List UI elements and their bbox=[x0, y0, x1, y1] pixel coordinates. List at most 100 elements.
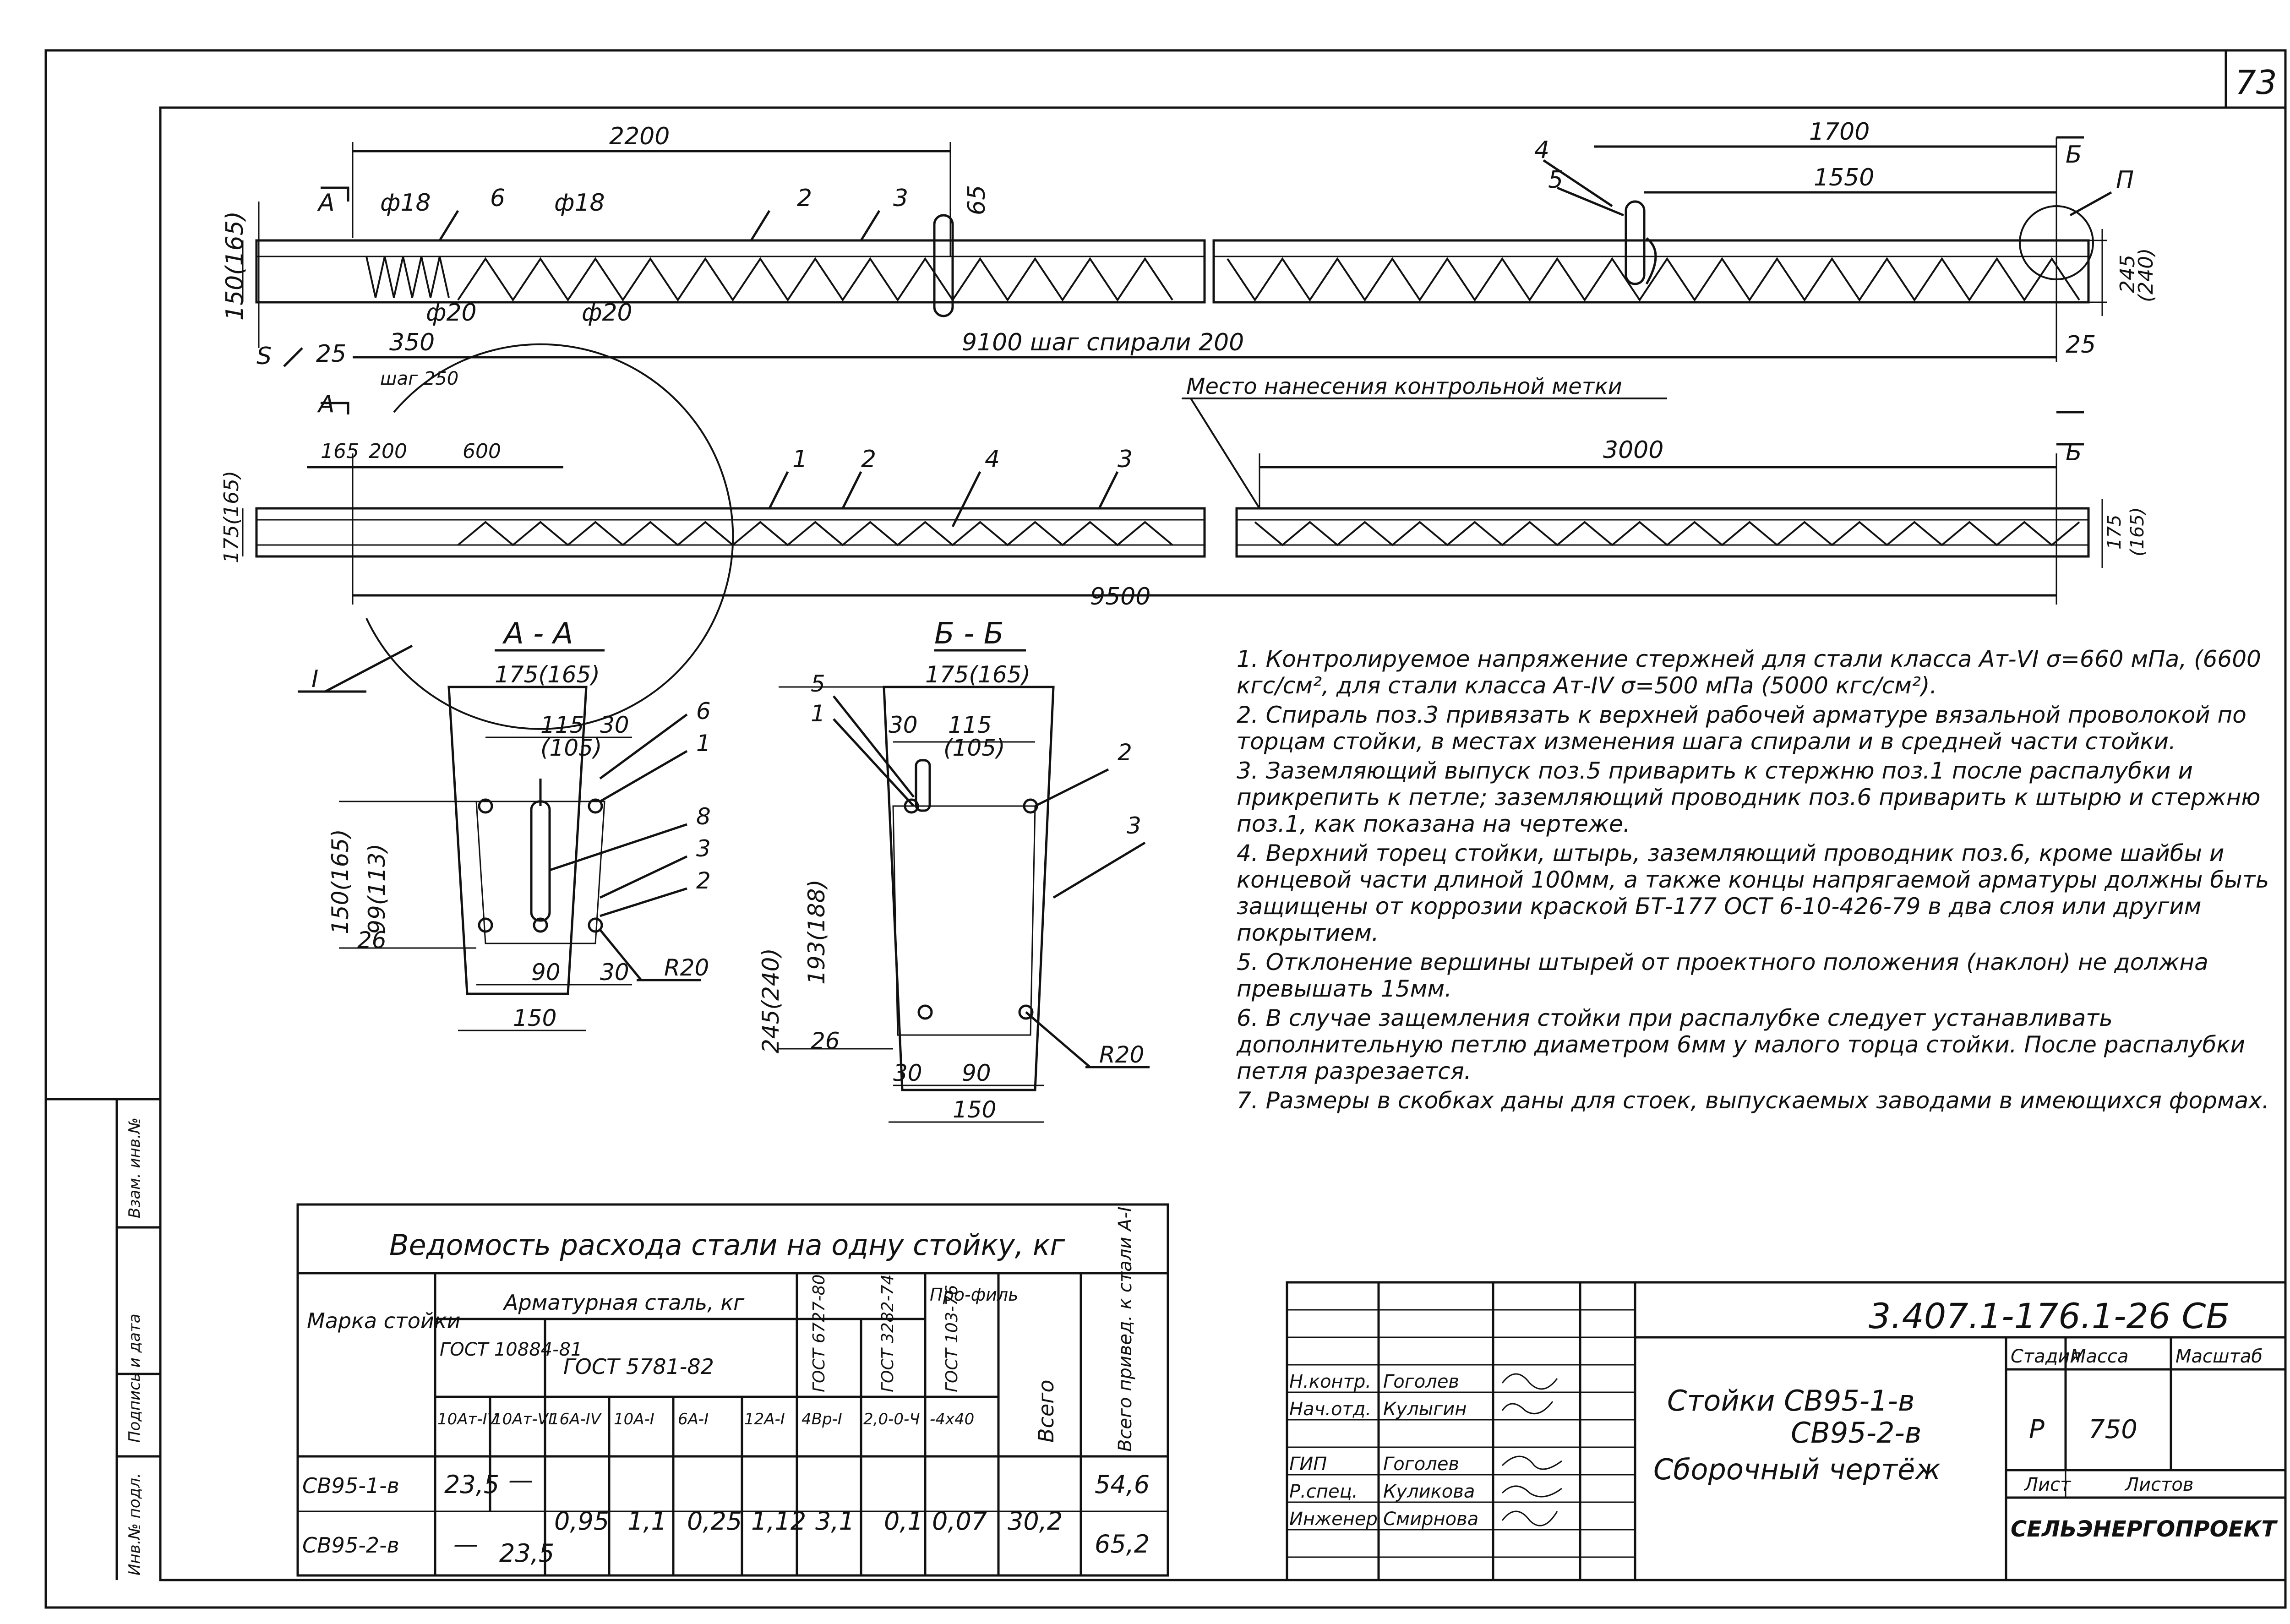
note-2: 2. Спираль поз.3 привязать к верхней раб… bbox=[1237, 702, 2246, 755]
dim-9500: 9500 bbox=[1090, 583, 1150, 610]
dim-245: 245 bbox=[2116, 255, 2139, 293]
section-aa-title: А - А bbox=[502, 617, 573, 651]
dim-165: 165 bbox=[321, 440, 359, 463]
th-total: Всего bbox=[1034, 1380, 1058, 1443]
bb-callout-1: 1 bbox=[811, 700, 825, 727]
aa-h150: 150(165) bbox=[327, 829, 354, 934]
drawing-name-1: Стойки СВ95-1-в bbox=[1667, 1384, 1915, 1417]
bb-callout-5: 5 bbox=[811, 670, 825, 697]
dim-1550: 1550 bbox=[1814, 164, 1874, 191]
sheet-header: Лист bbox=[2023, 1474, 2072, 1495]
section-B-top: Б bbox=[2066, 141, 2082, 169]
drawing-name-2: СВ95-2-в bbox=[1791, 1416, 1921, 1450]
th-gost1: ГОСТ 10884-81 bbox=[440, 1339, 582, 1360]
th-prof: Про-филь bbox=[930, 1285, 1019, 1305]
callout-4b: 4 bbox=[985, 446, 1000, 473]
dim-200: 200 bbox=[369, 440, 407, 463]
bb-r20: R20 bbox=[1099, 1041, 1144, 1068]
th-rebar: Арматурная сталь, кг bbox=[502, 1290, 745, 1315]
callout-I: I bbox=[311, 665, 318, 693]
section-bb bbox=[779, 649, 1150, 1123]
note-6: 6. В случае защемления стойки при распал… bbox=[1237, 1005, 2246, 1084]
org-name: СЕЛЬЭНЕРГОПРОЕКТ bbox=[2011, 1516, 2278, 1542]
phi20-a: ф20 bbox=[426, 299, 477, 327]
aa-30: 30 bbox=[600, 712, 629, 738]
note-4: 4. Верхний торец стойки, штырь, заземляю… bbox=[1237, 840, 2269, 946]
side-stamp-2: Подпись и дата bbox=[125, 1313, 144, 1443]
dim-9100: 9100 шаг спирали 200 bbox=[962, 329, 1244, 356]
sheet-number: 73 bbox=[2235, 63, 2277, 102]
note-5: 5. Отклонение вершины штырей от проектно… bbox=[1237, 949, 2208, 1002]
person-4: Куликова bbox=[1383, 1481, 1475, 1502]
person-5: Смирнова bbox=[1383, 1509, 1478, 1530]
common-1: 0,95 bbox=[554, 1507, 609, 1536]
dim-25-right: 25 bbox=[2066, 331, 2096, 359]
callout-II: П bbox=[2116, 166, 2134, 194]
th-sub-7: 4Вр-I bbox=[802, 1410, 842, 1428]
role-1: Н.контр. bbox=[1289, 1371, 1371, 1392]
general-notes: 1. Контролируемое напряжение стержней дл… bbox=[1237, 646, 2272, 1117]
control-mark-label: Место нанесения контрольной метки bbox=[1186, 374, 1622, 399]
section-bb-title: Б - Б bbox=[934, 617, 1004, 651]
th-sub-3: 16А-IV bbox=[550, 1410, 602, 1428]
common-3: 0,25 bbox=[687, 1507, 742, 1536]
mass-value: 750 bbox=[2088, 1415, 2137, 1444]
note-1: 1. Контролируемое напряжение стержней дл… bbox=[1237, 646, 2261, 699]
drawing-code: 3.407.1-176.1-26 СБ bbox=[1869, 1296, 2230, 1336]
dim-65: 65 bbox=[963, 185, 991, 215]
callout-3b: 3 bbox=[1118, 446, 1133, 473]
note-3: 3. Заземляющий выпуск поз.5 приварить к … bbox=[1237, 758, 2261, 837]
aa-w175: 175(165) bbox=[495, 661, 600, 688]
dim-240: (240) bbox=[2134, 248, 2158, 302]
bb-30b: 30 bbox=[893, 1060, 922, 1086]
steel-table-text: Ведомость расхода стали на одну стойку, … bbox=[302, 1206, 1150, 1568]
th-gost3: ГОСТ 6727-80 bbox=[810, 1275, 829, 1392]
th-sub-5: 6А-I bbox=[678, 1410, 709, 1428]
dim-25-left: 25 bbox=[316, 340, 346, 368]
dim-350: 350 bbox=[389, 329, 435, 356]
role-3: ГИП bbox=[1289, 1454, 1327, 1475]
row2-v1: — bbox=[453, 1530, 478, 1559]
row2-total-red: 65,2 bbox=[1095, 1530, 1150, 1559]
bb-150: 150 bbox=[953, 1096, 996, 1123]
phi20-b: ф20 bbox=[582, 299, 632, 327]
phi18-b: ф18 bbox=[554, 189, 605, 217]
section-bb-labels: Б - Б 175(165) 30 115 (105) 245(240) 193… bbox=[758, 617, 1144, 1123]
role-5: Инженер bbox=[1289, 1509, 1378, 1530]
common-8: 30,2 bbox=[1008, 1507, 1063, 1536]
common-6: 0,1 bbox=[884, 1507, 923, 1536]
section-aa-labels: А - А 175(165) 115 (105) 30 150(165) 99(… bbox=[327, 617, 711, 1031]
bottom-view-labels: Место нанесения контрольной метки 165 20… bbox=[220, 374, 2148, 693]
th-sub-9: -4х40 bbox=[930, 1410, 974, 1428]
section-A-top: А bbox=[317, 189, 335, 217]
dim-175-165-left: 175(165) bbox=[220, 471, 243, 563]
stage-header: Стадия bbox=[2011, 1346, 2081, 1367]
aa-90: 90 bbox=[531, 959, 561, 986]
callout-5: 5 bbox=[1548, 166, 1563, 194]
aa-26: 26 bbox=[357, 927, 387, 954]
callout-1: 1 bbox=[792, 446, 807, 473]
aa-115: 115 bbox=[540, 712, 584, 738]
aa-150: 150 bbox=[513, 1005, 556, 1031]
sheets-header: Листов bbox=[2124, 1474, 2193, 1495]
row1-v1: 23,5 bbox=[444, 1470, 499, 1499]
stage-value: Р bbox=[2029, 1415, 2045, 1444]
th-sub-1: 10Ат-IV bbox=[437, 1410, 499, 1428]
callout-6: 6 bbox=[490, 185, 505, 212]
bb-callout-3: 3 bbox=[1127, 812, 1141, 839]
title-block-text: 3.407.1-176.1-26 СБ Стойки СВ95-1-в СВ95… bbox=[1289, 1296, 2278, 1542]
bb-90: 90 bbox=[962, 1060, 991, 1086]
section-aa bbox=[339, 649, 701, 1031]
aa-callout-1: 1 bbox=[696, 730, 711, 757]
bb-callout-2: 2 bbox=[1118, 739, 1132, 766]
callout-3: 3 bbox=[893, 185, 908, 212]
row1-mark: СВ95-1-в bbox=[302, 1473, 399, 1498]
dim-175-right: 175 bbox=[2104, 515, 2125, 550]
aa-h99: 99(113) bbox=[364, 844, 390, 934]
row2-mark: СВ95-2-в bbox=[302, 1533, 399, 1558]
bb-26: 26 bbox=[811, 1028, 840, 1054]
bb-30: 30 bbox=[889, 712, 918, 738]
th-total-red: Всего привед. к стали А-I bbox=[1115, 1206, 1136, 1452]
th-gost5: ГОСТ 103-76 bbox=[943, 1285, 961, 1392]
dim-2200: 2200 bbox=[609, 123, 670, 150]
